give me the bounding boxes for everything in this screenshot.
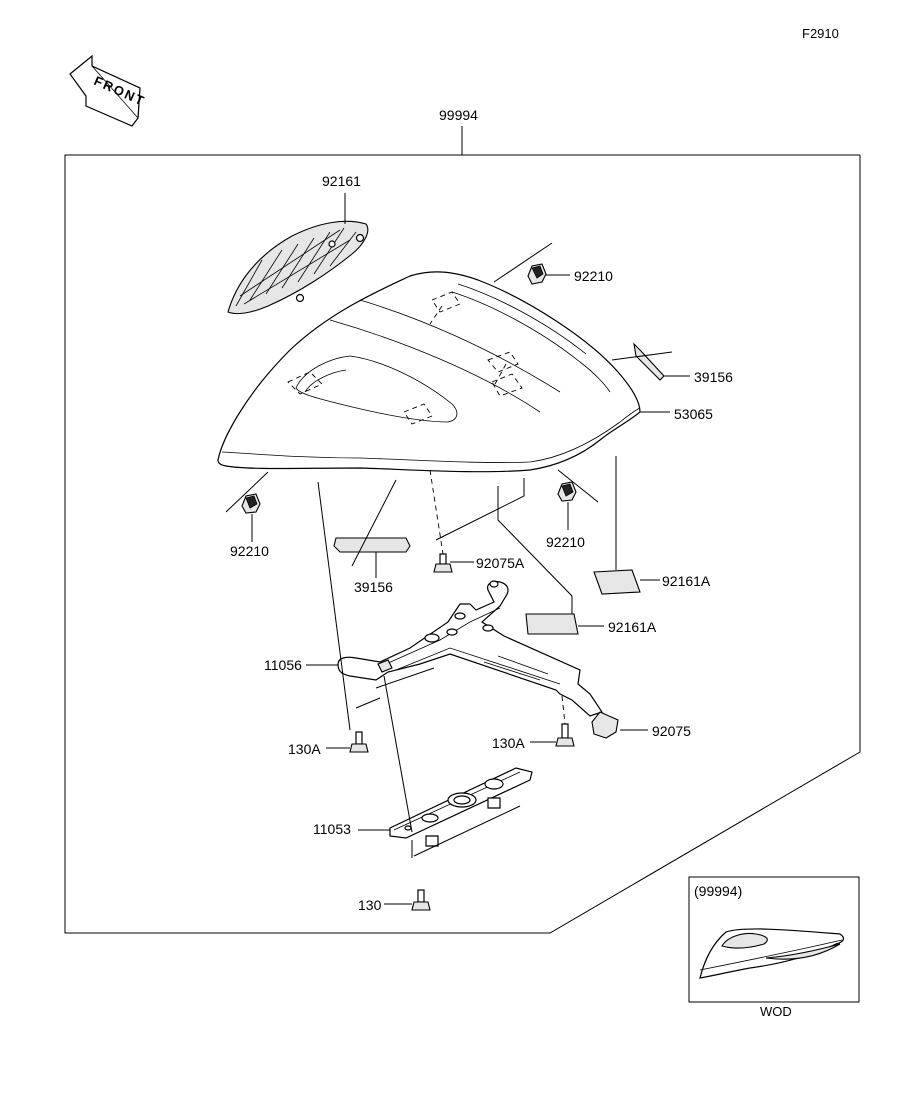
- part-92161-grip: [227, 220, 369, 315]
- part-39156-pad-right: [633, 342, 665, 381]
- label-92161A-right: 92161A: [662, 573, 711, 589]
- label-130A-right: 130A: [492, 735, 525, 751]
- label-92210-left: 92210: [230, 543, 269, 559]
- figure-code: F2910: [802, 26, 839, 41]
- part-92161A-pad-middle: [525, 613, 579, 635]
- part-92075-pad: [591, 711, 619, 739]
- assembly-frame: [64, 154, 861, 934]
- label-92075A: 92075A: [476, 555, 525, 571]
- label-92161: 92161: [322, 173, 361, 189]
- label-92210-right: 92210: [546, 534, 585, 550]
- part-130A-bolt-right: [555, 723, 575, 747]
- assembly-label: 99994: [439, 107, 478, 123]
- part-92210-clip-top: [527, 263, 547, 285]
- inset-label: (99994): [694, 883, 742, 899]
- label-92161A-middle: 92161A: [608, 619, 657, 635]
- inset-box: (99994) WOD: [688, 876, 860, 1019]
- part-92161A-pad-right: [593, 569, 641, 595]
- label-11056: 11056: [264, 657, 302, 673]
- label-53065: 53065: [674, 406, 713, 422]
- part-39156-pad-left: [333, 537, 411, 553]
- label-11053: 11053: [313, 821, 351, 837]
- label-39156-left: 39156: [354, 579, 393, 595]
- part-11056-bracket: [337, 580, 603, 717]
- part-92210-clip-right: [557, 481, 577, 502]
- part-130-bolt: [411, 889, 431, 911]
- part-130A-bolt-left: [349, 731, 369, 753]
- label-39156-right: 39156: [694, 369, 733, 385]
- part-92075A-screw: [433, 553, 453, 573]
- label-92210-top: 92210: [574, 268, 613, 284]
- part-92210-clip-left: [241, 493, 261, 514]
- label-130: 130: [358, 897, 382, 913]
- part-53065-seat-cowl: [217, 271, 641, 473]
- label-92075: 92075: [652, 723, 691, 739]
- part-11053-plate: [389, 767, 533, 847]
- inset-caption: WOD: [760, 1004, 792, 1019]
- label-130A-left: 130A: [288, 741, 321, 757]
- front-arrow-icon: FRONT: [69, 54, 148, 127]
